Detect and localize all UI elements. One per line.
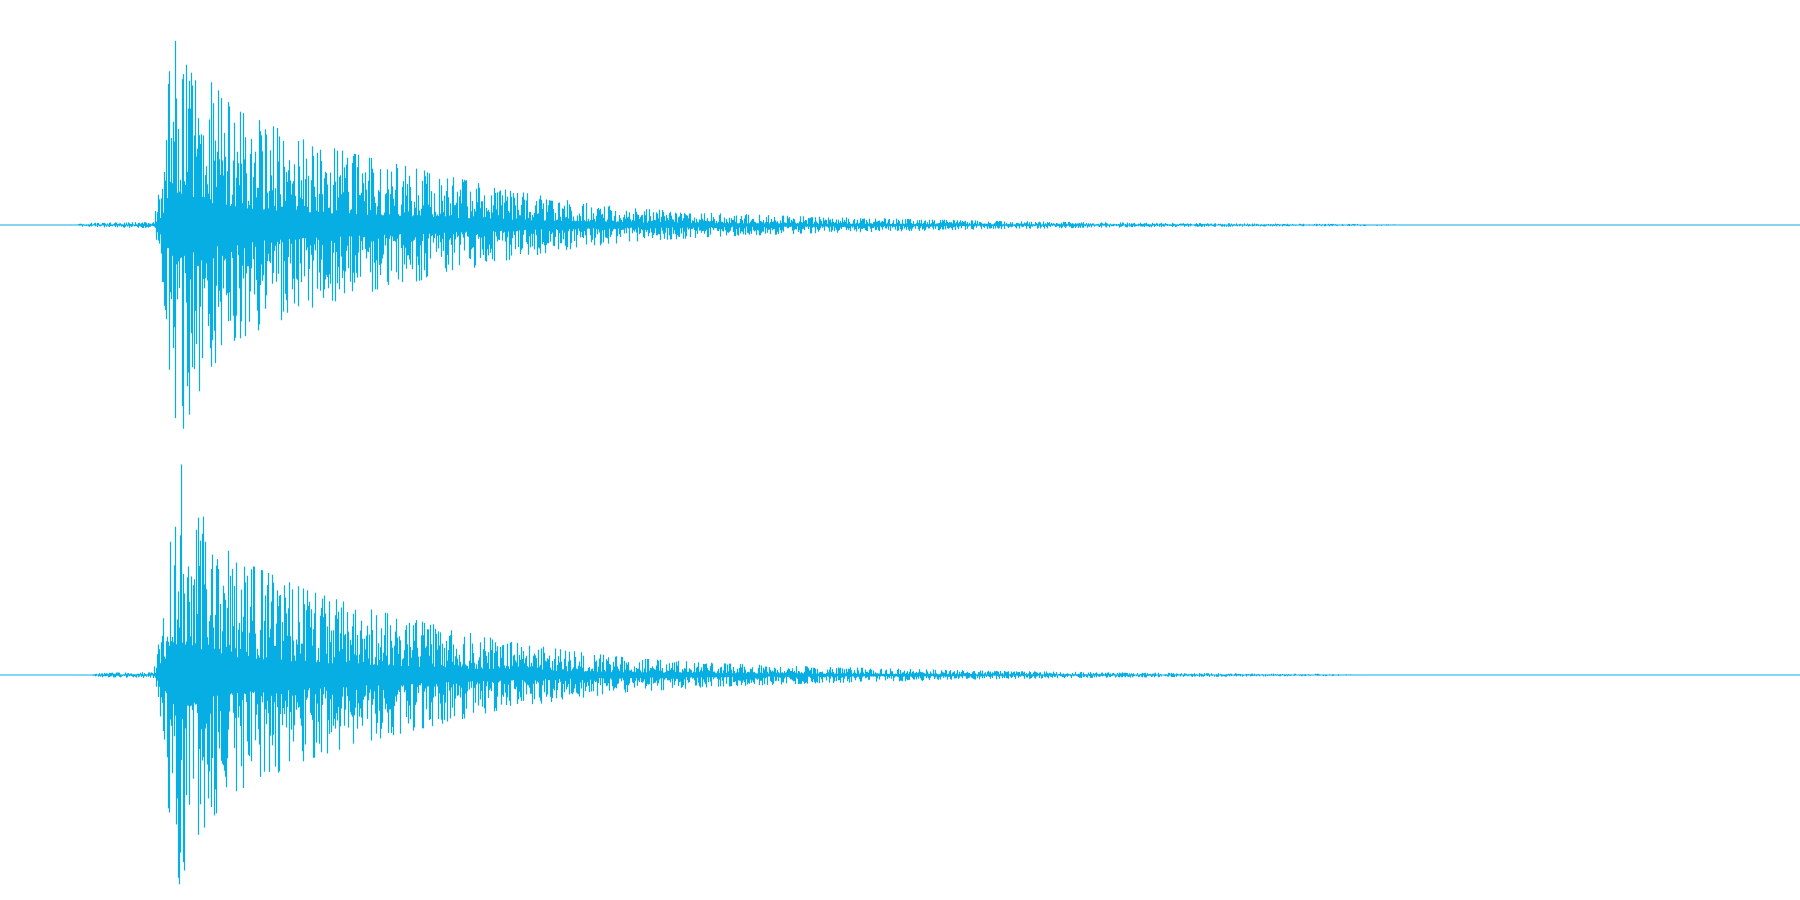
channel-left-samples [77, 40, 1396, 429]
channel-left-waveform [0, 40, 1800, 429]
channel-right-waveform [0, 464, 1800, 885]
channel-right-samples [92, 464, 1352, 885]
